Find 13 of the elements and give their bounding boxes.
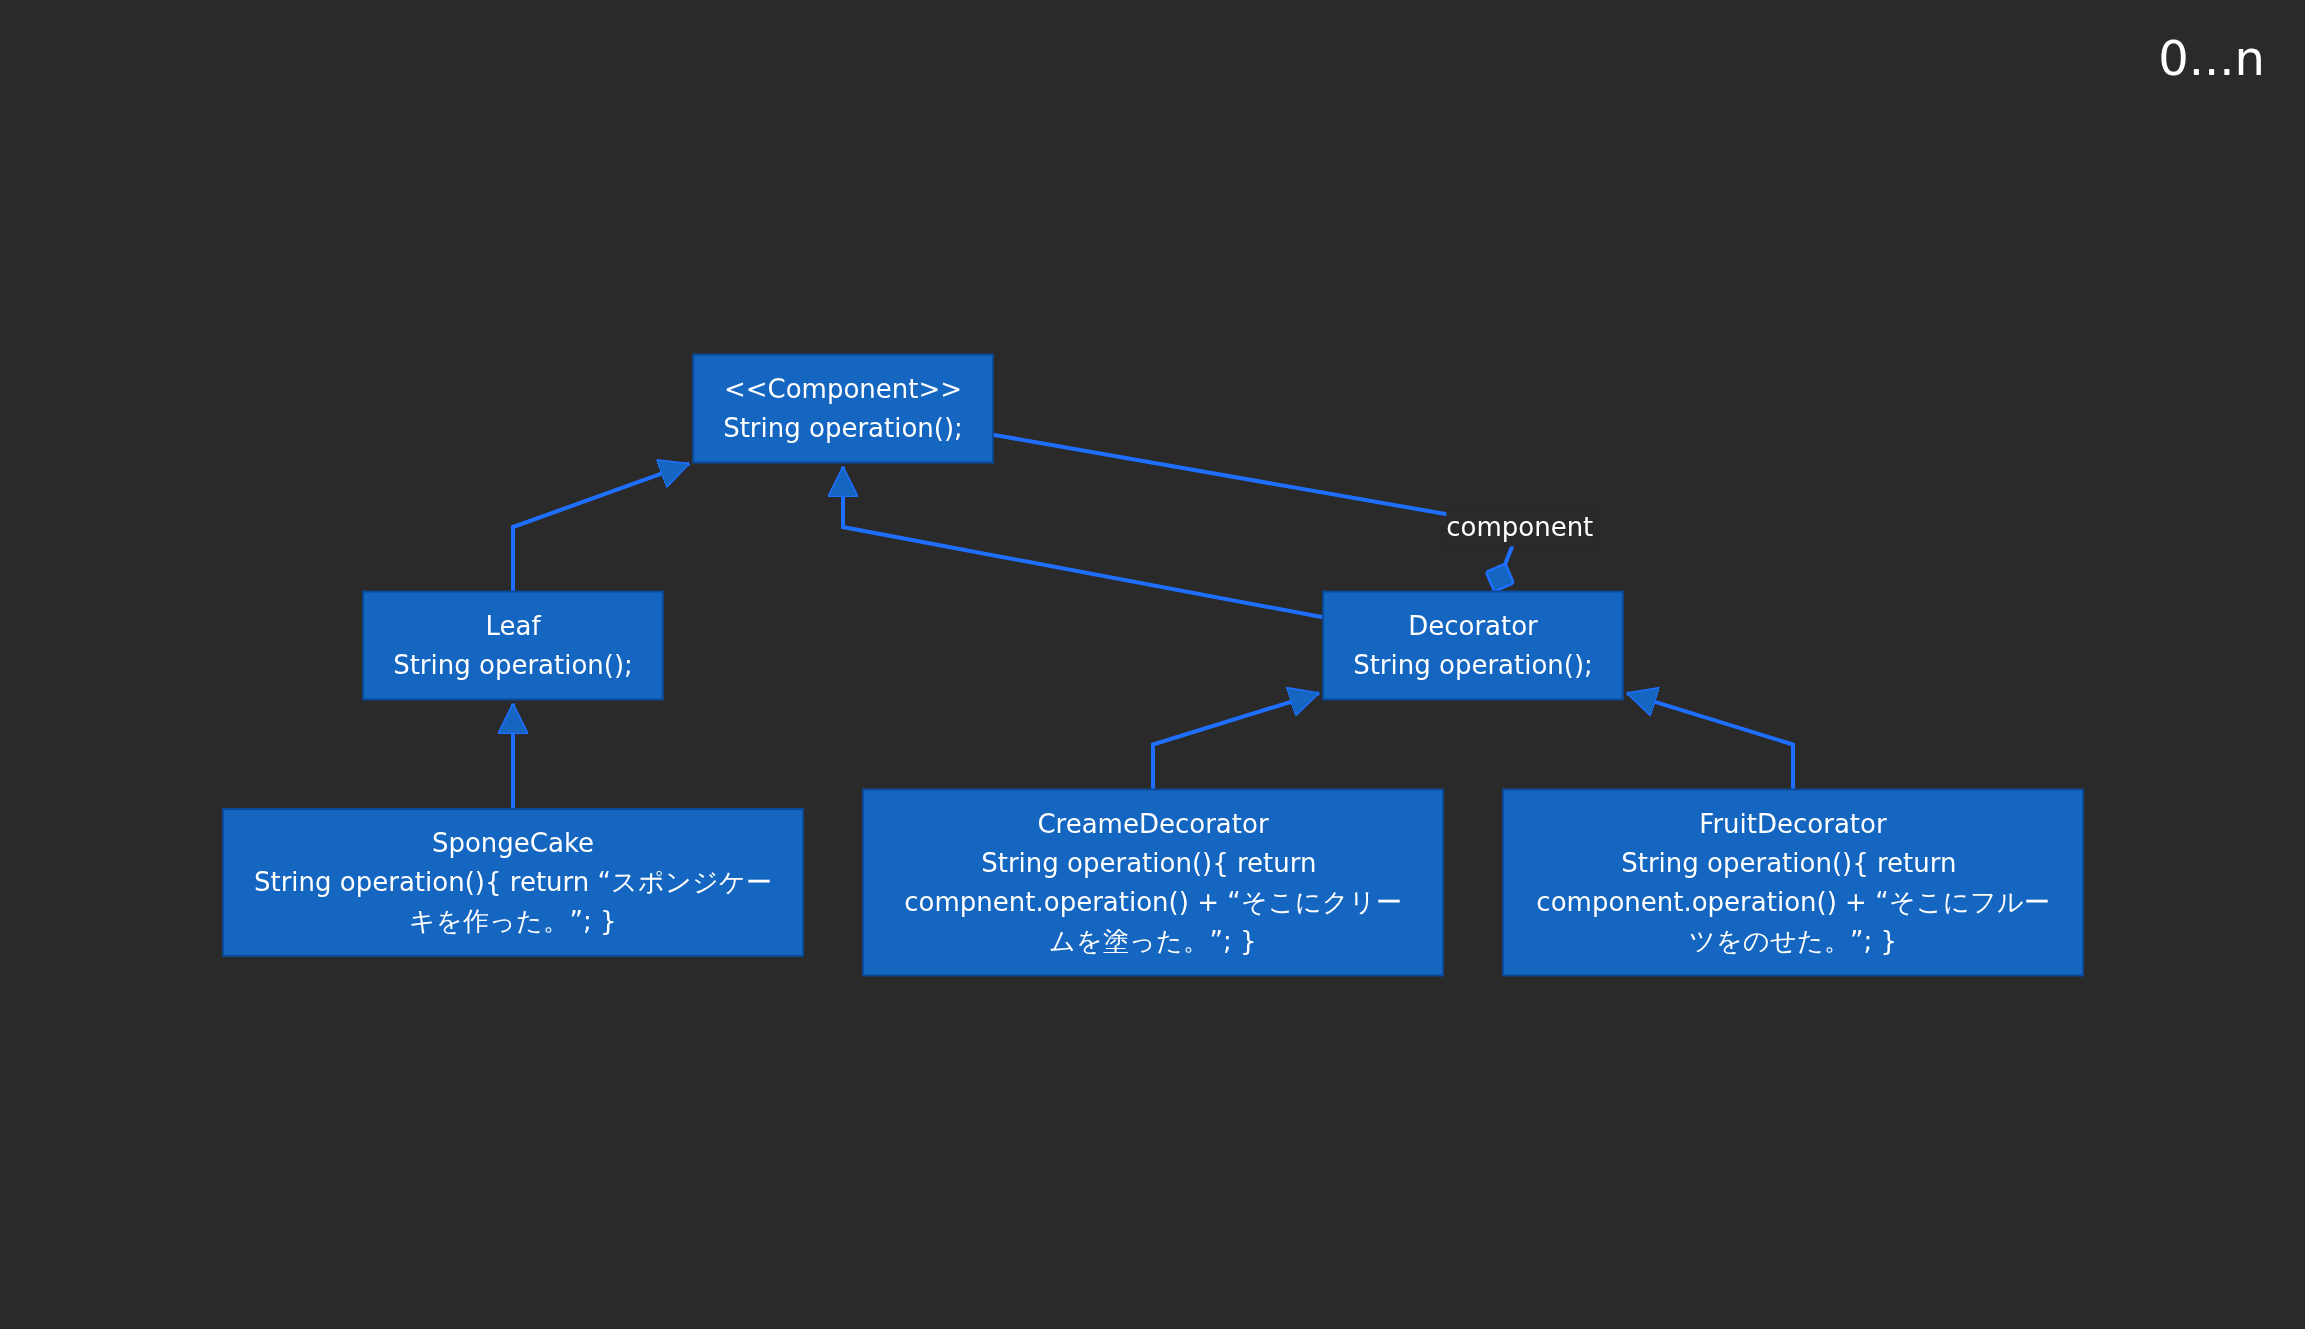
node-box: Decorator String operation(); [1321, 590, 1624, 700]
node-box: CreameDecorator String operation(){ return compnent.operation() + “そこにクリームを塗った。”; } [861, 788, 1444, 976]
arrow [496, 702, 529, 809]
multiplicity-label: 0...n [2158, 30, 2265, 86]
arrow [1625, 686, 1795, 789]
node-box: SpongeCake String operation(){ return “スポンジケーキを作った。”; } [221, 807, 804, 957]
node-box: <<Component>> String operation(); [691, 353, 994, 463]
arrow [826, 465, 1323, 619]
arrow [1150, 686, 1320, 789]
arrow [510, 458, 690, 591]
edge-label: component [1445, 511, 1593, 541]
node-box: FruitDecorator String operation(){ return component.operation() + “そこにフルーツをのせた。”; } [1501, 788, 2084, 976]
node-box: Leaf String operation(); [361, 590, 664, 700]
